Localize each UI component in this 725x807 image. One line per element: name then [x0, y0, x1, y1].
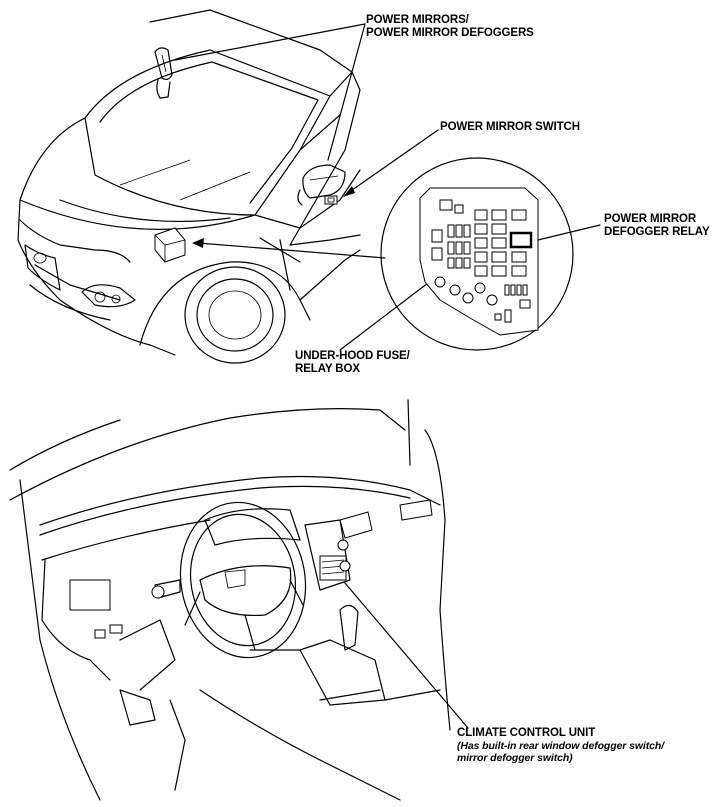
label-under-hood-fuse-box: UNDER-HOOD FUSE/ RELAY BOX [295, 350, 410, 376]
label-line: POWER MIRROR DEFOGGERS [366, 27, 534, 39]
leader-line-climate [344, 582, 469, 729]
label-line: UNDER-HOOD FUSE/ [295, 350, 410, 362]
interior-illustration [9, 399, 451, 801]
label-line: DEFOGGER RELAY [604, 226, 710, 238]
car-exterior-illustration [17, 9, 361, 364]
label-line: POWER MIRRORS/ [366, 14, 469, 26]
fuse-box-detail [380, 157, 574, 351]
label-line: RELAY BOX [295, 363, 360, 375]
leader-lines-top [174, 23, 601, 351]
label-line: CLIMATE CONTROL UNIT [457, 727, 596, 739]
arrowhead [343, 186, 355, 197]
label-note-line: mirror defogger switch) [457, 752, 573, 764]
label-power-mirrors: POWER MIRRORS/ POWER MIRROR DEFOGGERS [366, 14, 534, 40]
label-climate-control-unit: CLIMATE CONTROL UNIT (Has built-in rear … [457, 727, 664, 764]
label-note-line: (Has built-in rear window defogger switc… [457, 740, 664, 752]
label-line: POWER MIRROR [604, 213, 697, 225]
label-power-mirror-switch: POWER MIRROR SWITCH [440, 121, 580, 133]
arrowhead [192, 238, 204, 248]
label-power-mirror-defogger-relay: POWER MIRROR DEFOGGER RELAY [604, 213, 710, 239]
